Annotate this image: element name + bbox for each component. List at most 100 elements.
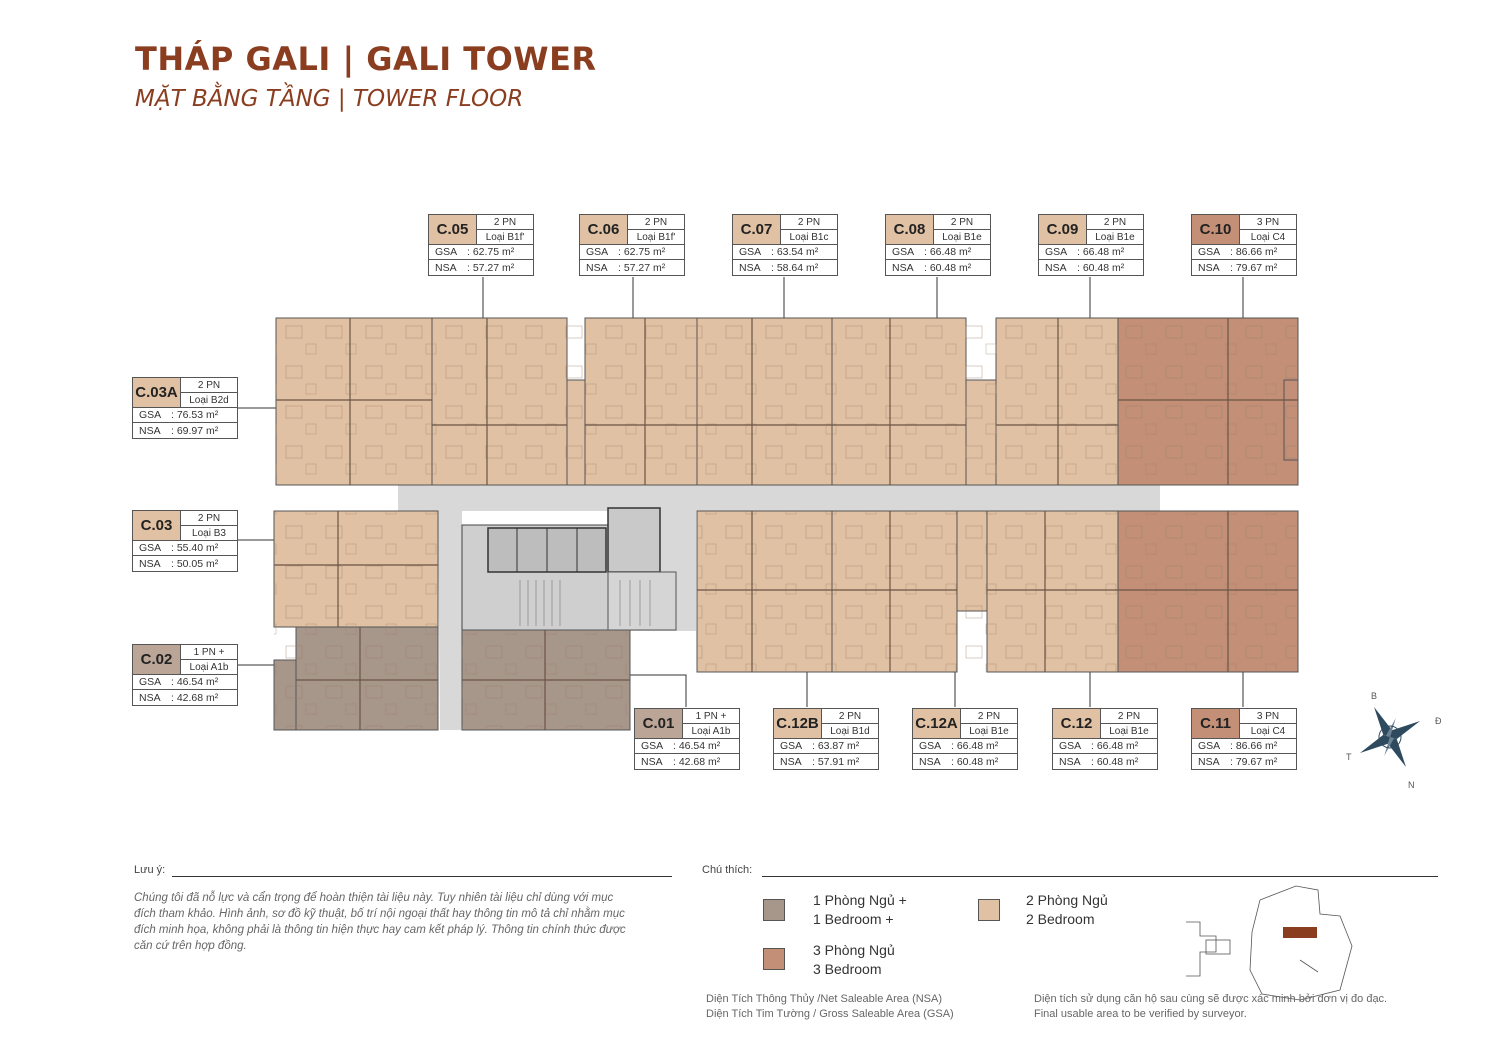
bedroom-count: 2 PN [961, 709, 1017, 724]
gsa-row: GSA: 55.40 m² [133, 541, 237, 556]
corridor [398, 485, 1160, 511]
unit-card-c12b[interactable]: C.12B 2 PN Loại B1d GSA: 63.87 m² NSA: 5… [773, 708, 879, 770]
gsa-row: GSA: 62.75 m² [580, 245, 684, 260]
gsa-row: GSA: 76.53 m² [133, 408, 237, 423]
gsa-row: GSA: 63.87 m² [774, 739, 878, 754]
legend-swatch-3bed [763, 948, 785, 970]
bedroom-count: 2 PN [628, 215, 684, 230]
gsa-row: GSA: 46.54 m² [635, 739, 739, 754]
compass-west: T [1346, 752, 1352, 762]
unit-card-c09[interactable]: C.09 2 PN Loại B1e GSA: 66.48 m² NSA: 60… [1038, 214, 1144, 276]
nsa-row: NSA: 79.67 m² [1198, 756, 1278, 768]
nsa-row: NSA: 60.48 m² [919, 756, 999, 768]
nsa-row: NSA: 57.27 m² [586, 262, 666, 274]
unit-card-c03[interactable]: C.03 2 PN Loại B3 GSA: 55.40 m² NSA: 50.… [132, 510, 238, 572]
gsa-row: GSA: 86.66 m² [1192, 245, 1296, 260]
unit-type: Loại B3 [181, 526, 237, 541]
legend-swatch-2bed [978, 899, 1000, 921]
unit-type: Loại B1f' [628, 230, 684, 245]
unit-card-c06[interactable]: C.06 2 PN Loại B1f' GSA: 62.75 m² NSA: 5… [579, 214, 685, 276]
unit-code: C.12B [774, 709, 822, 739]
notes-text: Chúng tôi đã nỗ lực và cẩn trọng để hoàn… [134, 892, 626, 952]
unit-type: Loại A1b [683, 724, 739, 739]
unit-code: C.12 [1053, 709, 1101, 739]
unit-type: Loại B1d [822, 724, 878, 739]
unit-code: C.06 [580, 215, 628, 245]
unit-card-c10[interactable]: C.10 3 PN Loại C4 GSA: 86.66 m² NSA: 79.… [1191, 214, 1297, 276]
gsa-row: GSA: 66.48 m² [1039, 245, 1143, 260]
gsa-row: GSA: 63.54 m² [733, 245, 837, 260]
unit-type: Loại B1e [961, 724, 1017, 739]
nsa-row: NSA: 69.97 m² [139, 425, 219, 437]
nsa-row: NSA: 60.48 m² [892, 262, 972, 274]
nsa-row: NSA: 57.91 m² [780, 756, 860, 768]
gsa-row: GSA: 66.48 m² [913, 739, 1017, 754]
unit-card-c12[interactable]: C.12 2 PN Loại B1e GSA: 66.48 m² NSA: 60… [1052, 708, 1158, 770]
gsa-row: GSA: 46.54 m² [133, 675, 237, 690]
corridor-side [438, 511, 462, 730]
unit-type: Loại B1f' [477, 230, 533, 245]
unit-type: Loại C4 [1240, 230, 1296, 245]
bedroom-count: 2 PN [477, 215, 533, 230]
legend-swatch-1bed [763, 899, 785, 921]
nsa-row: NSA: 58.64 m² [739, 262, 819, 274]
compass-south: N [1408, 780, 1415, 790]
unit-code: C.02 [133, 645, 181, 675]
unit-type: Loại C4 [1240, 724, 1296, 739]
page-title: THÁP GALI | GALI TOWER [135, 40, 597, 78]
unit-card-c01[interactable]: C.01 1 PN + Loại A1b GSA: 46.54 m² NSA: … [634, 708, 740, 770]
page-subtitle: MẶT BẰNG TẦNG | TOWER FLOOR [135, 86, 524, 112]
bedroom-count: 3 PN [1240, 709, 1296, 724]
unit-code: C.01 [635, 709, 683, 739]
legend-text-1bed: 1 Phòng Ngủ +1 Bedroom + [813, 892, 907, 927]
bedroom-count: 2 PN [1101, 709, 1157, 724]
unit-type: Loại B1c [781, 230, 837, 245]
bedroom-count: 1 PN + [683, 709, 739, 724]
unit-card-c02[interactable]: C.02 1 PN + Loại A1b GSA: 46.54 m² NSA: … [132, 644, 238, 706]
bedroom-count: 3 PN [1240, 215, 1296, 230]
legend-rule [762, 876, 1438, 877]
unit-card-c08[interactable]: C.08 2 PN Loại B1e GSA: 66.48 m² NSA: 60… [885, 214, 991, 276]
unit-type: Loại B1e [1087, 230, 1143, 245]
compass-north: B [1371, 691, 1378, 701]
site-key-plan [1186, 885, 1353, 1001]
unit-card-c03a[interactable]: C.03A 2 PN Loại B2d GSA: 76.53 m² NSA: 6… [132, 377, 238, 439]
nsa-row: NSA: 60.48 m² [1045, 262, 1125, 274]
unit-card-c05[interactable]: C.05 2 PN Loại B1f' GSA: 62.75 m² NSA: 5… [428, 214, 534, 276]
unit-code: C.10 [1192, 215, 1240, 245]
unit-code: C.08 [886, 215, 934, 245]
area-definitions: Diện Tích Thông Thủy /Net Saleable Area … [706, 993, 954, 1020]
compass-east: Đ [1435, 716, 1442, 726]
gsa-row: GSA: 66.48 m² [1053, 739, 1157, 754]
building-core [461, 507, 677, 631]
compass-rose [1359, 706, 1421, 768]
unit-code: C.12A [913, 709, 961, 739]
unit-card-c11[interactable]: C.11 3 PN Loại C4 GSA: 86.66 m² NSA: 79.… [1191, 708, 1297, 770]
unit-code: C.11 [1192, 709, 1240, 739]
unit-type: Loại B2d [181, 393, 237, 408]
interior-walls [274, 318, 1298, 730]
unit-card-c12a[interactable]: C.12A 2 PN Loại B1e GSA: 66.48 m² NSA: 6… [912, 708, 1018, 770]
notes-rule [172, 876, 672, 877]
bedroom-count: 2 PN [1087, 215, 1143, 230]
gsa-row: GSA: 66.48 m² [886, 245, 990, 260]
unit-code: C.03A [133, 378, 181, 408]
furniture-hints [274, 318, 1298, 730]
nsa-row: NSA: 79.67 m² [1198, 262, 1278, 274]
bedroom-count: 2 PN [822, 709, 878, 724]
unit-type: Loại B1e [934, 230, 990, 245]
verification-note: Diện tích sử dụng căn hộ sau cùng sẽ đượ… [1034, 993, 1388, 1020]
bedroom-count: 1 PN + [181, 645, 237, 660]
unit-code: C.09 [1039, 215, 1087, 245]
unit-card-c07[interactable]: C.07 2 PN Loại B1c GSA: 63.54 m² NSA: 58… [732, 214, 838, 276]
notes-label: Lưu ý: [134, 864, 166, 876]
legend-label: Chú thích: [702, 864, 753, 876]
unit-type: Loại A1b [181, 660, 237, 675]
bedroom-count: 2 PN [181, 378, 237, 393]
bedroom-count: 2 PN [781, 215, 837, 230]
bedroom-count: 2 PN [181, 511, 237, 526]
nsa-row: NSA: 57.27 m² [435, 262, 515, 274]
nsa-row: NSA: 50.05 m² [139, 558, 219, 570]
